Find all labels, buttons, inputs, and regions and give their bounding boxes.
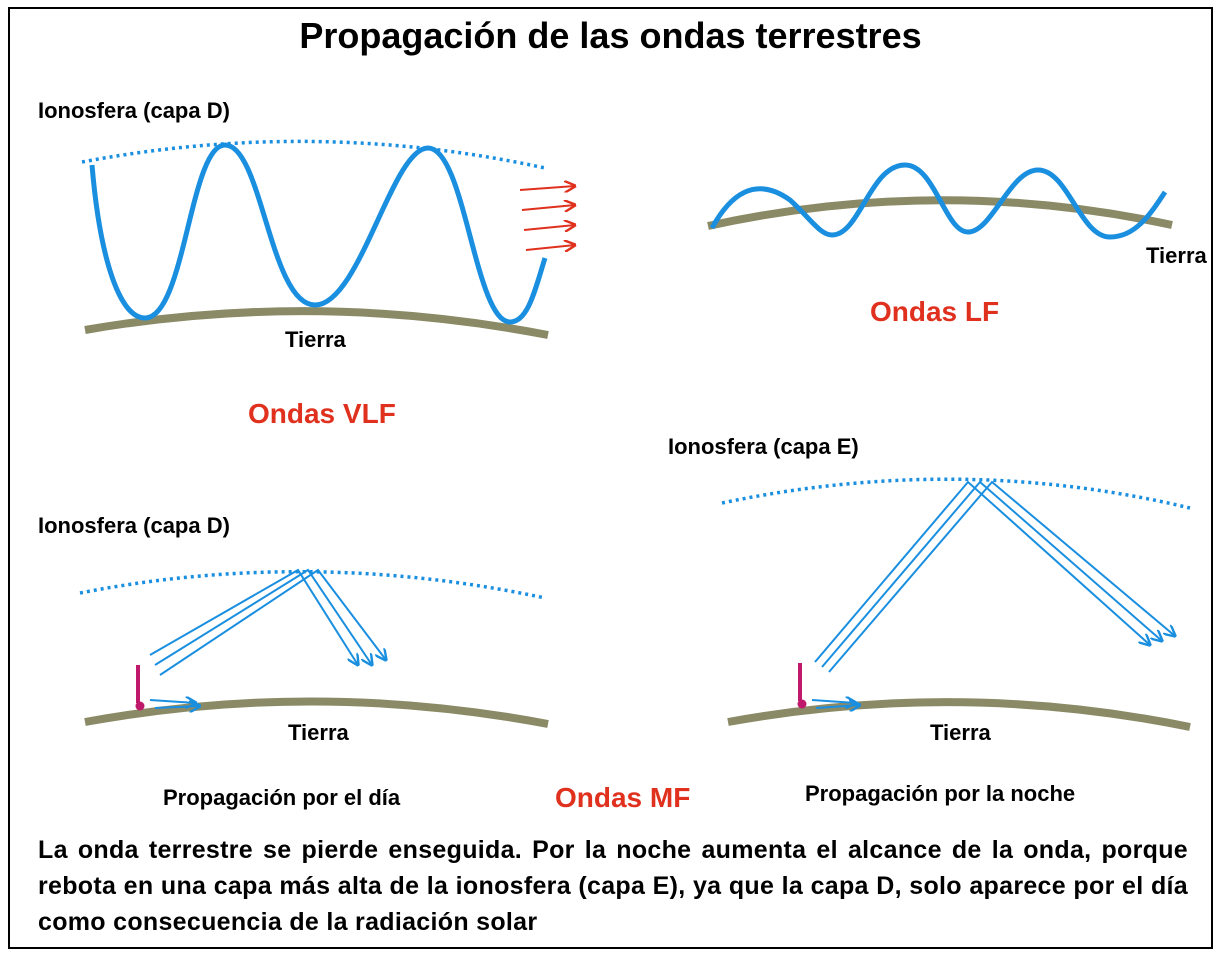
ionosphere-e-night <box>721 477 1191 510</box>
day-ground-wave <box>149 700 200 708</box>
label-ondas-lf: Ondas LF <box>870 296 1000 327</box>
label-ionosphere-e: Ionosfera (capa E) <box>668 434 859 459</box>
red-arrow <box>521 205 575 210</box>
earth-curve-day <box>84 697 549 728</box>
vlf-wave <box>89 142 548 325</box>
ray <box>154 568 372 665</box>
earth-curve-vlf <box>84 307 549 339</box>
ray <box>828 480 1175 673</box>
night-sky-wave <box>814 480 1175 673</box>
red-arrow <box>525 245 575 250</box>
antenna-day <box>135 665 145 711</box>
page-title: Propagación de las ondas terrestres <box>299 15 922 56</box>
label-earth-lf: Tierra <box>1146 243 1207 268</box>
ray <box>821 480 1162 668</box>
diagram-frame <box>8 7 1213 949</box>
label-earth-day: Tierra <box>288 720 349 745</box>
label-earth-night: Tierra <box>930 720 991 745</box>
ionosphere-d-vlf <box>81 139 546 170</box>
ionosphere-d-day <box>79 569 546 600</box>
vlf-leak-arrows <box>519 186 575 250</box>
label-ondas-vlf: Ondas VLF <box>248 398 396 429</box>
lf-wave <box>709 162 1168 240</box>
label-ionosphere-d-bottom: Ionosfera (capa D) <box>38 513 230 538</box>
caption-day: Propagación por el día <box>163 785 401 810</box>
label-earth-vlf: Tierra <box>285 327 346 352</box>
antenna-night <box>797 663 807 709</box>
red-arrow <box>523 225 575 230</box>
ray <box>149 568 358 665</box>
label-ondas-mf: Ondas MF <box>555 782 691 813</box>
night-ground-wave <box>811 700 860 708</box>
ray <box>814 480 1150 663</box>
caption-night: Propagación por la noche <box>805 781 1076 806</box>
ray <box>159 568 386 676</box>
red-arrow <box>519 186 575 190</box>
description-paragraph: La onda terrestre se pierde enseguida. P… <box>38 836 1188 936</box>
label-ionosphere-d-top: Ionosfera (capa D) <box>38 98 230 123</box>
day-sky-wave <box>149 568 386 676</box>
earth-curve-night <box>727 698 1191 731</box>
